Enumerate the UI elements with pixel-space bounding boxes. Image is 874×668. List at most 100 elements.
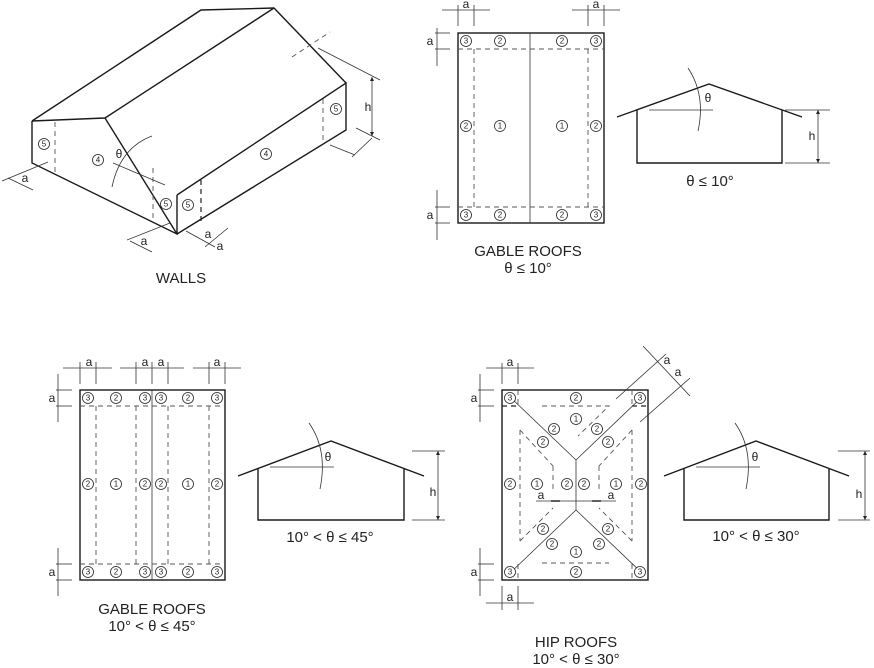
section-label: θ ≤ 10° <box>686 173 734 190</box>
svg-text:3: 3 <box>215 568 220 577</box>
zone-marker: 5 <box>182 199 194 211</box>
svg-text:θ: θ <box>705 91 712 105</box>
svg-text:2: 2 <box>594 122 599 131</box>
svg-text:2: 2 <box>595 425 600 434</box>
gable-low-plan: a a a a 3 2 2 3 2 1 1 2 3 2 2 3 <box>427 0 620 240</box>
svg-text:2: 2 <box>215 480 220 489</box>
section-label: 10° < θ ≤ 45° <box>286 529 373 546</box>
svg-text:5: 5 <box>334 105 339 114</box>
svg-text:3: 3 <box>159 568 164 577</box>
svg-text:θ: θ <box>752 450 759 464</box>
height-label: h <box>365 100 372 114</box>
svg-text:5: 5 <box>42 140 47 149</box>
svg-text:2: 2 <box>550 540 555 549</box>
hip-caption-title: HIP ROOFS <box>534 634 618 651</box>
svg-text:a: a <box>507 355 514 369</box>
svg-text:2: 2 <box>597 540 602 549</box>
svg-text:2: 2 <box>541 438 546 447</box>
svg-text:1: 1 <box>574 415 579 424</box>
svg-text:3: 3 <box>86 394 91 403</box>
svg-text:2: 2 <box>498 211 503 220</box>
hip-section: θ h 10° < θ ≤ 30° <box>663 422 870 545</box>
zone-marker: 5 <box>38 138 50 150</box>
svg-text:2: 2 <box>565 480 570 489</box>
svg-text:2: 2 <box>560 37 565 46</box>
svg-text:3: 3 <box>86 568 91 577</box>
svg-text:3: 3 <box>508 394 513 403</box>
svg-text:3: 3 <box>508 568 513 577</box>
svg-text:a: a <box>471 391 478 405</box>
svg-text:5: 5 <box>186 201 191 210</box>
walls-figure: 5 4 5 5 4 5 θ h a a a a <box>1 7 381 253</box>
svg-text:2: 2 <box>186 394 191 403</box>
gable-mid-section: θ h 10° < θ ≤ 45° <box>237 422 445 546</box>
svg-text:a: a <box>22 171 29 185</box>
svg-text:2: 2 <box>143 480 148 489</box>
svg-text:1: 1 <box>614 480 619 489</box>
svg-text:2: 2 <box>574 568 579 577</box>
svg-text:2: 2 <box>560 211 565 220</box>
svg-text:a: a <box>507 590 514 604</box>
gable-mid-plan: a a a a a a 3 2 3 3 2 3 2 1 2 2 1 2 3 2 … <box>49 355 241 596</box>
svg-text:a: a <box>142 355 149 369</box>
svg-text:2: 2 <box>508 480 513 489</box>
svg-text:3: 3 <box>464 211 469 220</box>
svg-text:2: 2 <box>498 37 503 46</box>
svg-text:2: 2 <box>552 425 557 434</box>
svg-text:2: 2 <box>464 122 469 131</box>
zone-marker: 5 <box>160 198 172 210</box>
svg-text:5: 5 <box>164 200 169 209</box>
svg-text:2: 2 <box>574 394 579 403</box>
hip-plan: a a a a a a a a 3 2 3 1 2 2 2 2 2 1 2 2 … <box>471 345 691 610</box>
svg-text:2: 2 <box>114 394 119 403</box>
svg-text:a: a <box>427 34 434 48</box>
svg-text:h: h <box>809 129 816 143</box>
svg-text:3: 3 <box>159 394 164 403</box>
svg-text:4: 4 <box>96 156 101 165</box>
svg-text:3: 3 <box>638 568 643 577</box>
svg-text:3: 3 <box>638 394 643 403</box>
svg-text:a: a <box>675 365 682 379</box>
svg-text:2: 2 <box>186 568 191 577</box>
svg-text:3: 3 <box>464 37 469 46</box>
svg-text:a: a <box>86 355 93 369</box>
hip-caption-range: 10° < θ ≤ 30° <box>532 651 620 668</box>
gable-low-caption-title: GABLE ROOFS <box>474 243 582 260</box>
svg-text:a: a <box>205 227 212 241</box>
svg-text:1: 1 <box>186 480 191 489</box>
svg-text:a: a <box>664 353 671 367</box>
zone-marker: 4 <box>92 154 104 166</box>
svg-text:a: a <box>158 355 165 369</box>
svg-text:a: a <box>471 565 478 579</box>
svg-text:2: 2 <box>541 525 546 534</box>
angle-label: θ <box>116 147 123 161</box>
zone-marker: 4 <box>260 148 272 160</box>
svg-text:3: 3 <box>143 568 148 577</box>
svg-text:2: 2 <box>159 480 164 489</box>
svg-text:3: 3 <box>594 37 599 46</box>
svg-text:1: 1 <box>560 122 565 131</box>
svg-text:a: a <box>463 0 470 11</box>
svg-text:1: 1 <box>535 480 540 489</box>
svg-text:2: 2 <box>114 568 119 577</box>
svg-text:2: 2 <box>86 480 91 489</box>
svg-text:3: 3 <box>594 211 599 220</box>
svg-text:3: 3 <box>215 394 220 403</box>
gable-mid-caption-range: 10° < θ ≤ 45° <box>108 618 196 635</box>
gable-low-section: θ h θ ≤ 10° <box>616 67 830 190</box>
svg-text:a: a <box>427 208 434 222</box>
svg-text:a: a <box>141 234 148 248</box>
svg-text:a: a <box>608 488 615 502</box>
gable-low-caption-range: θ ≤ 10° <box>504 260 552 277</box>
svg-text:a: a <box>49 391 56 405</box>
svg-text:a: a <box>593 0 600 11</box>
svg-text:a: a <box>538 488 545 502</box>
svg-text:θ: θ <box>325 450 332 464</box>
svg-text:a: a <box>49 565 56 579</box>
svg-text:1: 1 <box>114 480 119 489</box>
svg-text:2: 2 <box>606 438 611 447</box>
svg-text:a: a <box>217 239 224 253</box>
svg-text:3: 3 <box>143 394 148 403</box>
svg-text:2: 2 <box>582 480 587 489</box>
